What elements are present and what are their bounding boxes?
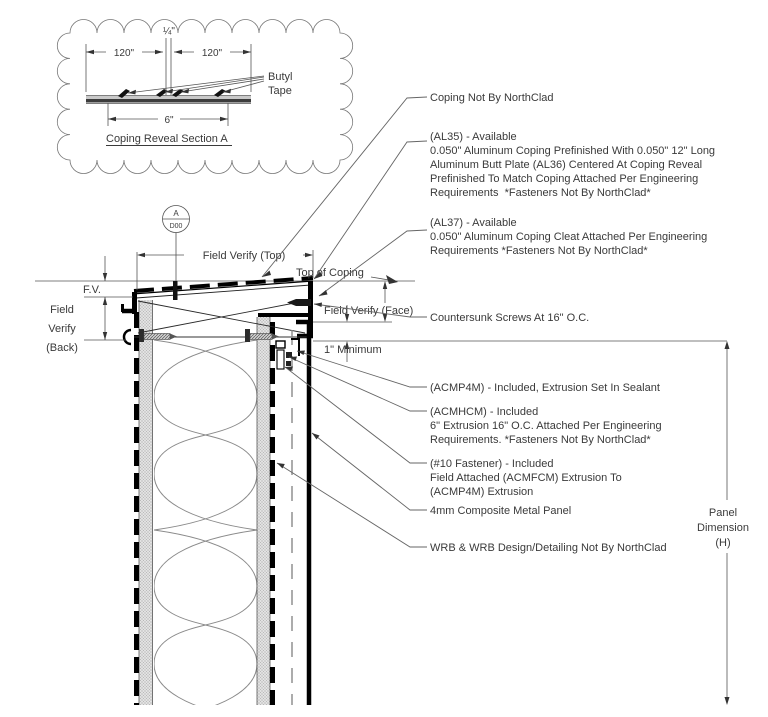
al35-line3: Aluminum Butt Plate (AL36) Centered At C… xyxy=(430,159,702,171)
dim-one-inch-minimum: 1" Minimum xyxy=(324,305,382,362)
inset-title: Coping Reveal Section A xyxy=(106,133,228,145)
extrusion-cluster xyxy=(275,338,300,370)
panel-dimension-line3: (H) xyxy=(715,537,730,549)
panel-dimension-line2: Dimension xyxy=(697,522,749,534)
annotation-4mm-panel: 4mm Composite Metal Panel xyxy=(430,505,571,517)
field-verify-top-label: Field Verify (Top) xyxy=(203,250,286,262)
coping-cleat-line xyxy=(135,284,312,299)
dim-quarter-inch: ¼" xyxy=(163,25,175,37)
annotation-al35: (AL35) - Available 0.050" Aluminum Copin… xyxy=(430,131,715,199)
inner-sheathing xyxy=(256,317,275,705)
fastener10-line2: Field Attached (ACMFCM) Extrusion To xyxy=(430,472,622,484)
fastener10-line1: (#10 Fastener) - Included xyxy=(430,458,554,470)
fv-label: F.V. xyxy=(83,284,101,296)
field-verify-back-line3: (Back) xyxy=(46,342,78,354)
field-verify-back-line1: Field xyxy=(50,304,74,316)
annotation-texts: Coping Not By NorthClad (AL35) - Availab… xyxy=(430,92,715,554)
annotation-coping-note: Coping Not By NorthClad xyxy=(430,92,554,104)
al35-line2: 0.050" Aluminum Coping Prefinished With … xyxy=(430,145,715,157)
detail-callout-bubble: A D00 xyxy=(162,205,190,283)
blocking-screw-left xyxy=(139,329,177,342)
top-of-coping-text: Top of Coping xyxy=(296,267,364,279)
inset-coping-reveal-section: 120" 120" ¼" 6" Butyl Tape Coping Reveal xyxy=(56,19,354,174)
annotation-acmp4m: (ACMP4M) - Included, Extrusion Set In Se… xyxy=(430,382,660,394)
one-inch-minimum-label: 1" Minimum xyxy=(324,344,382,356)
acmhcm-line2: 6" Extrusion 16" O.C. Attached Per Engin… xyxy=(430,420,662,432)
annotation-10-fastener: (#10 Fastener) - Included Field Attached… xyxy=(430,458,622,498)
al35-line4: Prefinished To Match Coping Attached Per… xyxy=(430,173,698,185)
annotation-leaders xyxy=(261,96,428,548)
top-of-coping-label: Top of Coping xyxy=(296,267,398,284)
callout-detail-letter: A xyxy=(173,209,179,218)
dim-panel-height: Panel Dimension (H) xyxy=(697,341,749,705)
inset-dimensions: 120" 120" ¼" 6" xyxy=(85,25,252,126)
al37-line1: (AL37) - Available xyxy=(430,217,517,229)
dim-fv: F.V. xyxy=(83,256,108,296)
al35-line5: Requirements *Fasteners Not By NorthClad… xyxy=(430,187,651,199)
insulation-batt xyxy=(154,340,257,705)
annotation-wrb: WRB & WRB Design/Detailing Not By NorthC… xyxy=(430,542,667,554)
field-verify-back-line2: Verify xyxy=(48,323,76,335)
callout-sheet-number: D00 xyxy=(170,223,183,230)
coping-cleat-screw xyxy=(287,299,311,306)
annotation-al37: (AL37) - Available 0.050" Aluminum Copin… xyxy=(430,217,707,257)
coping-plate-section xyxy=(86,95,251,104)
dim-120-right: 120" xyxy=(202,48,223,59)
annotation-countersunk: Countersunk Screws At 16" O.C. xyxy=(430,312,589,324)
al37-line2: 0.050" Aluminum Coping Cleat Attached Pe… xyxy=(430,231,707,243)
butyl-tape-marks xyxy=(118,89,226,98)
butyl-tape-label: Butyl Tape xyxy=(127,71,292,97)
dim-field-verify-top: Field Verify (Top) xyxy=(136,250,314,290)
acmhcm-line3: Requirements. *Fasteners Not By NorthCla… xyxy=(430,434,651,446)
dim-field-verify-back: Field Verify (Back) xyxy=(46,297,108,354)
al35-line1: (AL35) - Available xyxy=(430,131,517,143)
dim-6-inch: 6" xyxy=(164,115,174,126)
butyl-tick-at-callout xyxy=(173,281,178,300)
butyl-label-line1: Butyl xyxy=(268,71,292,83)
coping-slope-line xyxy=(131,280,314,295)
blocking-screw-mid xyxy=(245,329,279,342)
annotation-acmhcm: (ACMHCM) - Included 6" Extrusion 16" O.C… xyxy=(430,406,662,446)
acmhcm-line1: (ACMHCM) - Included xyxy=(430,406,538,418)
fastener10-line3: (ACMP4M) Extrusion xyxy=(430,486,533,498)
dim-120-left: 120" xyxy=(114,48,135,59)
panel-dimension-line1: Panel xyxy=(709,507,737,519)
al37-line3: Requirements *Fasteners Not By NorthClad… xyxy=(430,245,648,257)
butyl-label-line2: Tape xyxy=(268,85,292,97)
left-sheathing xyxy=(134,300,153,705)
coping-top-dashes xyxy=(133,276,314,293)
revision-cloud-border xyxy=(56,19,354,174)
cross-brace xyxy=(137,300,306,334)
back-cleat-hook xyxy=(122,328,132,346)
